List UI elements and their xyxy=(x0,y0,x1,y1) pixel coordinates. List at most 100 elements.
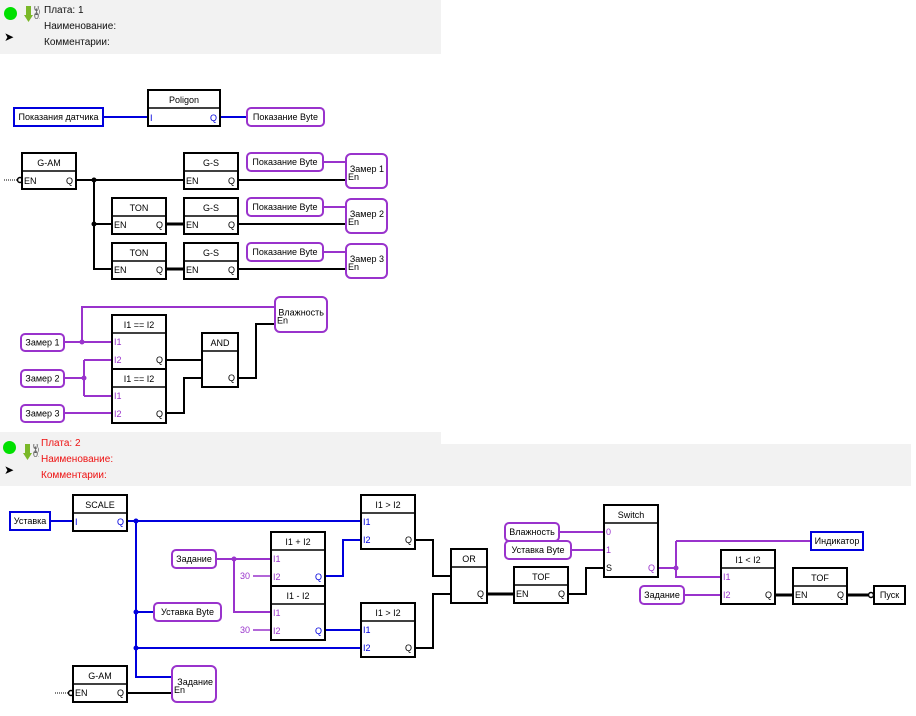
block-ton-2-pin-in: EN xyxy=(114,265,127,275)
var-ustavka-frame[interactable] xyxy=(9,511,51,531)
var-indikator-frame[interactable] xyxy=(810,531,864,551)
var-zamer-2[interactable]: Замер 2 xyxy=(20,369,65,388)
block-lt-frame[interactable] xyxy=(720,549,776,605)
var-zadanie-input-frame[interactable] xyxy=(171,549,217,569)
block-switch-pin-in0: 0 xyxy=(606,527,611,537)
var-zamer-1-frame[interactable] xyxy=(20,333,65,352)
svg-text:10: 10 xyxy=(34,7,40,17)
var-vlazhnost-input[interactable]: Влажность xyxy=(504,522,560,542)
block-add-frame[interactable] xyxy=(270,531,326,587)
block-sub-title: I1 - I2 xyxy=(286,591,309,601)
status-indicator-icon xyxy=(3,441,16,454)
block-scale-title: SCALE xyxy=(85,500,115,510)
block-eq-1-frame[interactable] xyxy=(111,314,167,370)
var-zamer-3[interactable]: Замер 3 xyxy=(20,404,65,423)
coil-zamer-1[interactable]: Замер 1En xyxy=(345,153,388,189)
block-gt-1-frame[interactable] xyxy=(360,494,416,550)
coil-zamer-3[interactable]: Замер 3En xyxy=(345,243,388,279)
var-poligon-output[interactable]: Показание Byte xyxy=(246,107,325,127)
block-g-s-1-pin-out: Q xyxy=(228,176,235,186)
var-zamer-3-frame[interactable] xyxy=(20,404,65,423)
block-lt-pin-i1: I1 xyxy=(723,572,731,582)
block-or[interactable]: ORQ xyxy=(450,548,488,604)
coil-zamer-3-frame[interactable] xyxy=(345,243,388,279)
var-byte-1-label: Показание Byte xyxy=(252,157,317,167)
var-ustavka-byte-output-frame[interactable] xyxy=(153,602,222,622)
wire-junction xyxy=(133,518,139,524)
var-byte-2[interactable]: Показание Byte xyxy=(246,197,324,217)
var-zamer-2-frame[interactable] xyxy=(20,369,65,388)
block-eq-2-frame[interactable] xyxy=(111,368,167,424)
block-gt-2-pin-out: Q xyxy=(405,643,412,653)
block-eq-1-pin-i2: I2 xyxy=(114,355,122,365)
download-binary-icon[interactable]: 01 10 01 xyxy=(24,6,40,24)
var-ustavka-byte-output[interactable]: Уставка Byte xyxy=(153,602,222,622)
var-sensor-input[interactable]: Показания датчика xyxy=(13,107,104,127)
block-or-frame[interactable] xyxy=(450,548,488,604)
var-byte-2-frame[interactable] xyxy=(246,197,324,217)
var-byte-3-frame[interactable] xyxy=(246,242,324,262)
var-indikator[interactable]: Индикатор xyxy=(810,531,864,551)
coil-zamer-2-frame[interactable] xyxy=(345,198,388,234)
var-sensor-input-frame[interactable] xyxy=(13,107,104,127)
block-and-frame[interactable] xyxy=(201,332,239,388)
var-zadanie-input[interactable]: Задание xyxy=(171,549,217,569)
coil-vlazhnost-frame[interactable] xyxy=(274,296,328,333)
var-ustavka[interactable]: Уставка xyxy=(9,511,51,531)
var-zadanie-lt[interactable]: Задание xyxy=(639,585,685,605)
run-arrow-icon[interactable]: ➤ xyxy=(4,30,15,44)
var-zadanie-lt-frame[interactable] xyxy=(639,585,685,605)
block-switch-pin-s: S xyxy=(606,563,612,573)
svg-text:01: 01 xyxy=(33,449,39,459)
var-byte-1[interactable]: Показание Byte xyxy=(246,152,324,172)
wire-gt1-or xyxy=(415,539,451,577)
var-zadanie-input-label: Задание xyxy=(176,554,212,564)
run-arrow-icon[interactable]: ➤ xyxy=(4,463,15,477)
var-poligon-output-frame[interactable] xyxy=(246,107,325,127)
var-pusk-frame[interactable] xyxy=(873,585,906,605)
block-eq-2-title: I1 == I2 xyxy=(124,374,155,384)
coil-zamer-1-frame[interactable] xyxy=(345,153,388,189)
var-ustavka-byte-input[interactable]: Уставка Byte xyxy=(504,540,572,560)
wire-junction xyxy=(231,556,237,562)
block-switch-frame[interactable] xyxy=(603,504,659,578)
block-gt-2-frame[interactable] xyxy=(360,602,416,658)
var-zamer-1[interactable]: Замер 1 xyxy=(20,333,65,352)
block-or-title: OR xyxy=(462,554,476,564)
var-byte-3[interactable]: Показание Byte xyxy=(246,242,324,262)
var-pusk[interactable]: Пуск xyxy=(873,585,906,605)
download-binary-icon[interactable]: 01 10 01 xyxy=(23,444,39,462)
block-scale-pin-in: I xyxy=(75,517,78,527)
var-ustavka-label: Уставка xyxy=(14,516,47,526)
coil-zadanie-title: Задание xyxy=(177,677,213,687)
block-sub-frame[interactable] xyxy=(270,585,326,641)
block-gt-1-pin-out: Q xyxy=(405,535,412,545)
coil-zadanie-frame[interactable] xyxy=(171,665,217,703)
coil-zamer-2[interactable]: Замер 2En xyxy=(345,198,388,234)
var-zamer-3-label: Замер 3 xyxy=(25,409,59,419)
var-byte-1-frame[interactable] xyxy=(246,152,324,172)
var-ustavka-byte-input-frame[interactable] xyxy=(504,540,572,560)
